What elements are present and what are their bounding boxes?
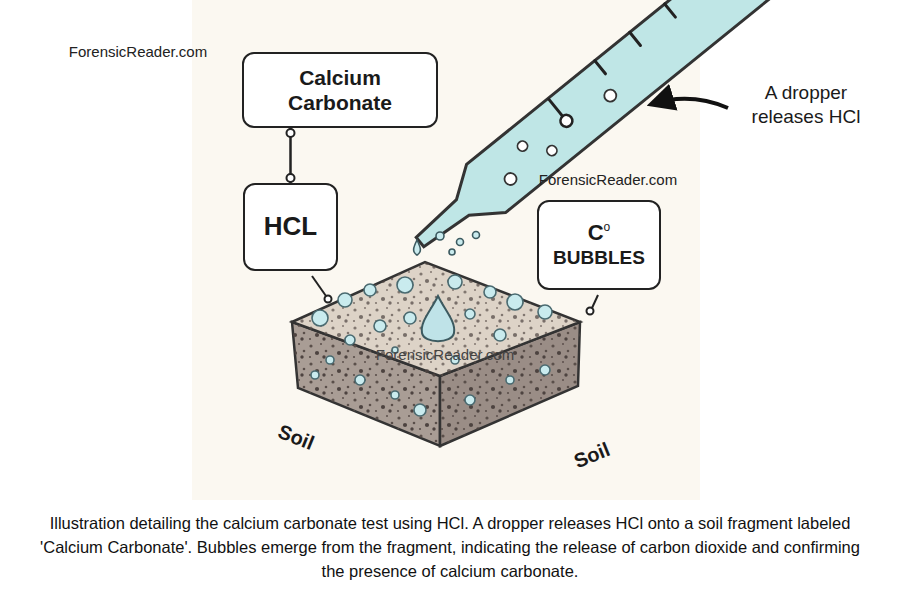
dropper-label: A dropper releases HCl	[736, 81, 876, 129]
watermark: ForensicReader.com	[38, 43, 238, 62]
pointer-arrow	[652, 99, 728, 108]
text-row: HCL	[264, 211, 317, 242]
box-text: C	[588, 220, 604, 246]
falling-drops	[414, 232, 480, 256]
box-text: Calcium Carbonate	[265, 65, 415, 115]
dropper	[400, 0, 804, 266]
caption: Illustration detailing the calcium carbo…	[30, 512, 870, 584]
co2-bubbles	[311, 275, 552, 416]
compound-box: Calcium Carbonate	[242, 52, 438, 128]
text-row: BUBBLES	[553, 247, 645, 270]
result-box: CoBUBBLES	[537, 200, 661, 290]
connector-end	[287, 174, 295, 182]
box-text: BUBBLES	[553, 247, 645, 270]
soil-label: Soil	[550, 428, 634, 481]
reagent-box: HCL	[243, 183, 338, 271]
watermark: ForensicReader.com	[508, 171, 708, 190]
box-text: o	[604, 220, 611, 234]
hcl-droplet	[422, 296, 455, 341]
soil-block	[292, 262, 580, 446]
text-row: Co	[588, 220, 611, 246]
text-row: Calcium Carbonate	[265, 65, 415, 115]
box-text: HCL	[264, 211, 317, 242]
soil-label: Soil	[254, 410, 338, 463]
watermark: ForensicReader.com	[345, 346, 545, 365]
connector-end	[287, 129, 295, 137]
connector	[287, 128, 295, 183]
